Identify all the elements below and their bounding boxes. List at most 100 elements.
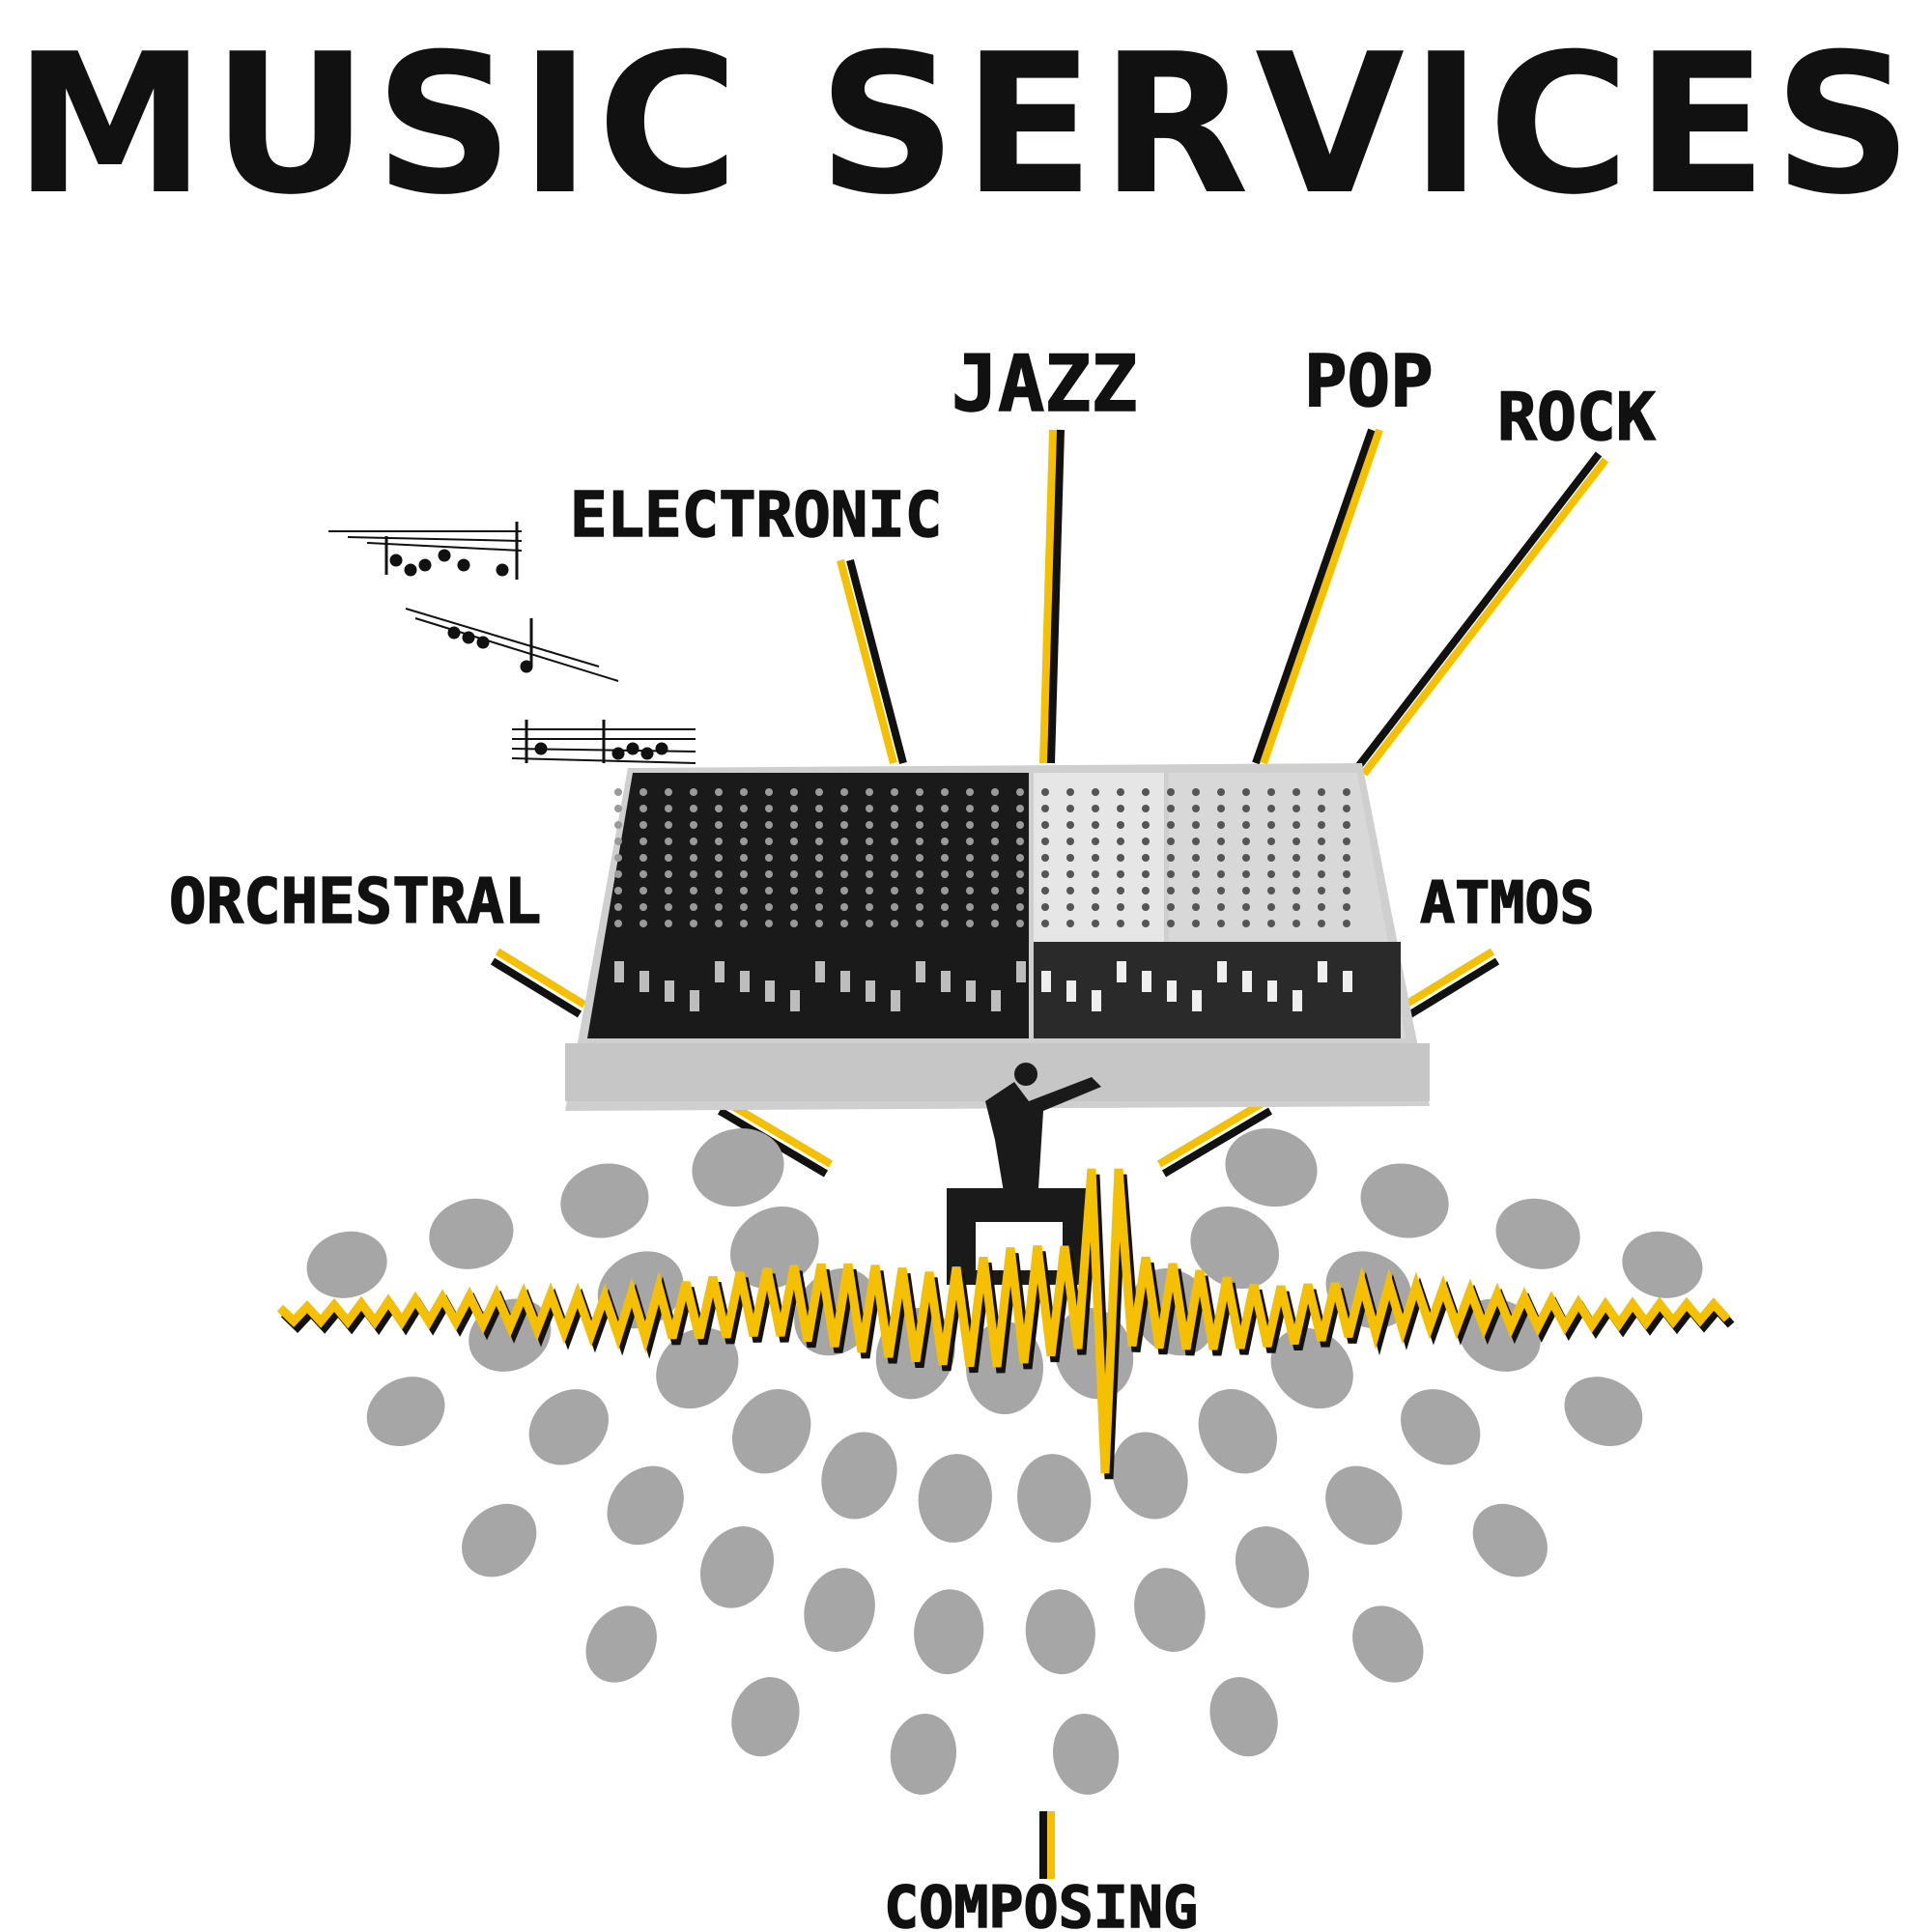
console-knob	[665, 821, 672, 829]
console-knob	[740, 854, 748, 862]
console-knob	[1343, 788, 1350, 796]
console-knob	[639, 887, 647, 895]
console-knob	[1117, 870, 1124, 878]
console-knob	[966, 838, 974, 845]
console-knob	[614, 920, 622, 927]
musician-silhouette	[1495, 1198, 1580, 1269]
console-knob	[639, 821, 647, 829]
console-knob	[1217, 854, 1225, 862]
console-knob	[840, 887, 848, 895]
console-knob	[690, 920, 697, 927]
console-knob	[1142, 920, 1150, 927]
console-knob	[1066, 788, 1074, 796]
console-fader	[740, 971, 750, 992]
console-knob	[916, 870, 923, 878]
console-knob	[991, 788, 999, 796]
console-knob	[991, 821, 999, 829]
console-knob	[916, 854, 923, 862]
console-knob	[891, 805, 898, 812]
console-knob	[815, 805, 823, 812]
console-knob	[1142, 788, 1150, 796]
console-knob	[1167, 887, 1175, 895]
spoke-lower-right	[1156, 1097, 1273, 1178]
console-knob	[639, 903, 647, 911]
console-knob	[1293, 870, 1300, 878]
console-knob	[840, 821, 848, 829]
console-knob	[1167, 870, 1175, 878]
console-knob	[1041, 854, 1049, 862]
console-knob	[1242, 903, 1250, 911]
console-knob	[740, 788, 748, 796]
console-knob	[614, 838, 622, 845]
console-knob	[1117, 838, 1124, 845]
console-knob	[1117, 887, 1124, 895]
console-knob	[1016, 903, 1024, 911]
console-fader	[614, 961, 624, 982]
console-knob	[1142, 887, 1150, 895]
console-knob	[1092, 788, 1099, 796]
musician-silhouette	[366, 1377, 445, 1447]
musician-silhouette	[1352, 1605, 1424, 1683]
console-fader	[1267, 980, 1277, 1002]
sheet-music-2	[405, 608, 619, 682]
spoke-composing	[1039, 1811, 1055, 1879]
musician-silhouette	[804, 1568, 875, 1652]
console-fader	[840, 971, 850, 992]
console-knob	[916, 887, 923, 895]
console-knob	[991, 887, 999, 895]
console-knob	[1343, 805, 1350, 812]
console-knob	[1318, 854, 1325, 862]
console-knob	[715, 903, 723, 911]
console-fader	[1293, 990, 1302, 1011]
console-knob	[1016, 838, 1024, 845]
sheet-music	[328, 522, 696, 764]
console-knob	[715, 887, 723, 895]
console-knob	[614, 821, 622, 829]
console-knob	[1167, 821, 1175, 829]
console-knob	[1041, 838, 1049, 845]
console-knob	[715, 838, 723, 845]
console-knob	[740, 887, 748, 895]
console-knob	[1167, 920, 1175, 927]
label-pop: POP	[1304, 340, 1434, 423]
console-knob	[1343, 920, 1350, 927]
console-knob	[1343, 838, 1350, 845]
spoke-lines	[490, 428, 1609, 1879]
console-knob	[1242, 870, 1250, 878]
console-knob	[840, 854, 848, 862]
console-knob	[1016, 805, 1024, 812]
console-knob	[1041, 887, 1049, 895]
musician-silhouette	[699, 1526, 775, 1608]
console-knob	[790, 887, 798, 895]
console-knob	[1217, 821, 1225, 829]
console-knob	[1192, 821, 1200, 829]
console-knob	[916, 903, 923, 911]
genre-labels: ELECTRONIC JAZZ POP ROCK ORCHESTRAL ATMO…	[168, 338, 1656, 1932]
console-knob	[690, 870, 697, 878]
console-knob	[665, 805, 672, 812]
console-knob	[941, 854, 949, 862]
console-knob	[1293, 903, 1300, 911]
console-knob	[1293, 920, 1300, 927]
console-knob	[1242, 887, 1250, 895]
console-knob	[941, 838, 949, 845]
console-fader	[665, 980, 674, 1002]
console-knob	[1267, 805, 1275, 812]
console-knob	[690, 903, 697, 911]
console-knob	[790, 854, 798, 862]
console-knob	[690, 854, 697, 862]
console-knob	[790, 821, 798, 829]
console-knob	[1092, 838, 1099, 845]
musician-silhouette	[1225, 1128, 1318, 1208]
musician-silhouette	[692, 1128, 784, 1208]
label-composing: COMPOSING	[884, 1874, 1198, 1932]
console-knob	[639, 838, 647, 845]
console-knob	[690, 887, 697, 895]
console-knob	[1192, 805, 1200, 812]
console-knob	[966, 805, 974, 812]
console-knob	[1318, 920, 1325, 927]
console-knob	[790, 903, 798, 911]
console-knob	[765, 854, 773, 862]
console-knob	[966, 920, 974, 927]
console-knob	[690, 838, 697, 845]
